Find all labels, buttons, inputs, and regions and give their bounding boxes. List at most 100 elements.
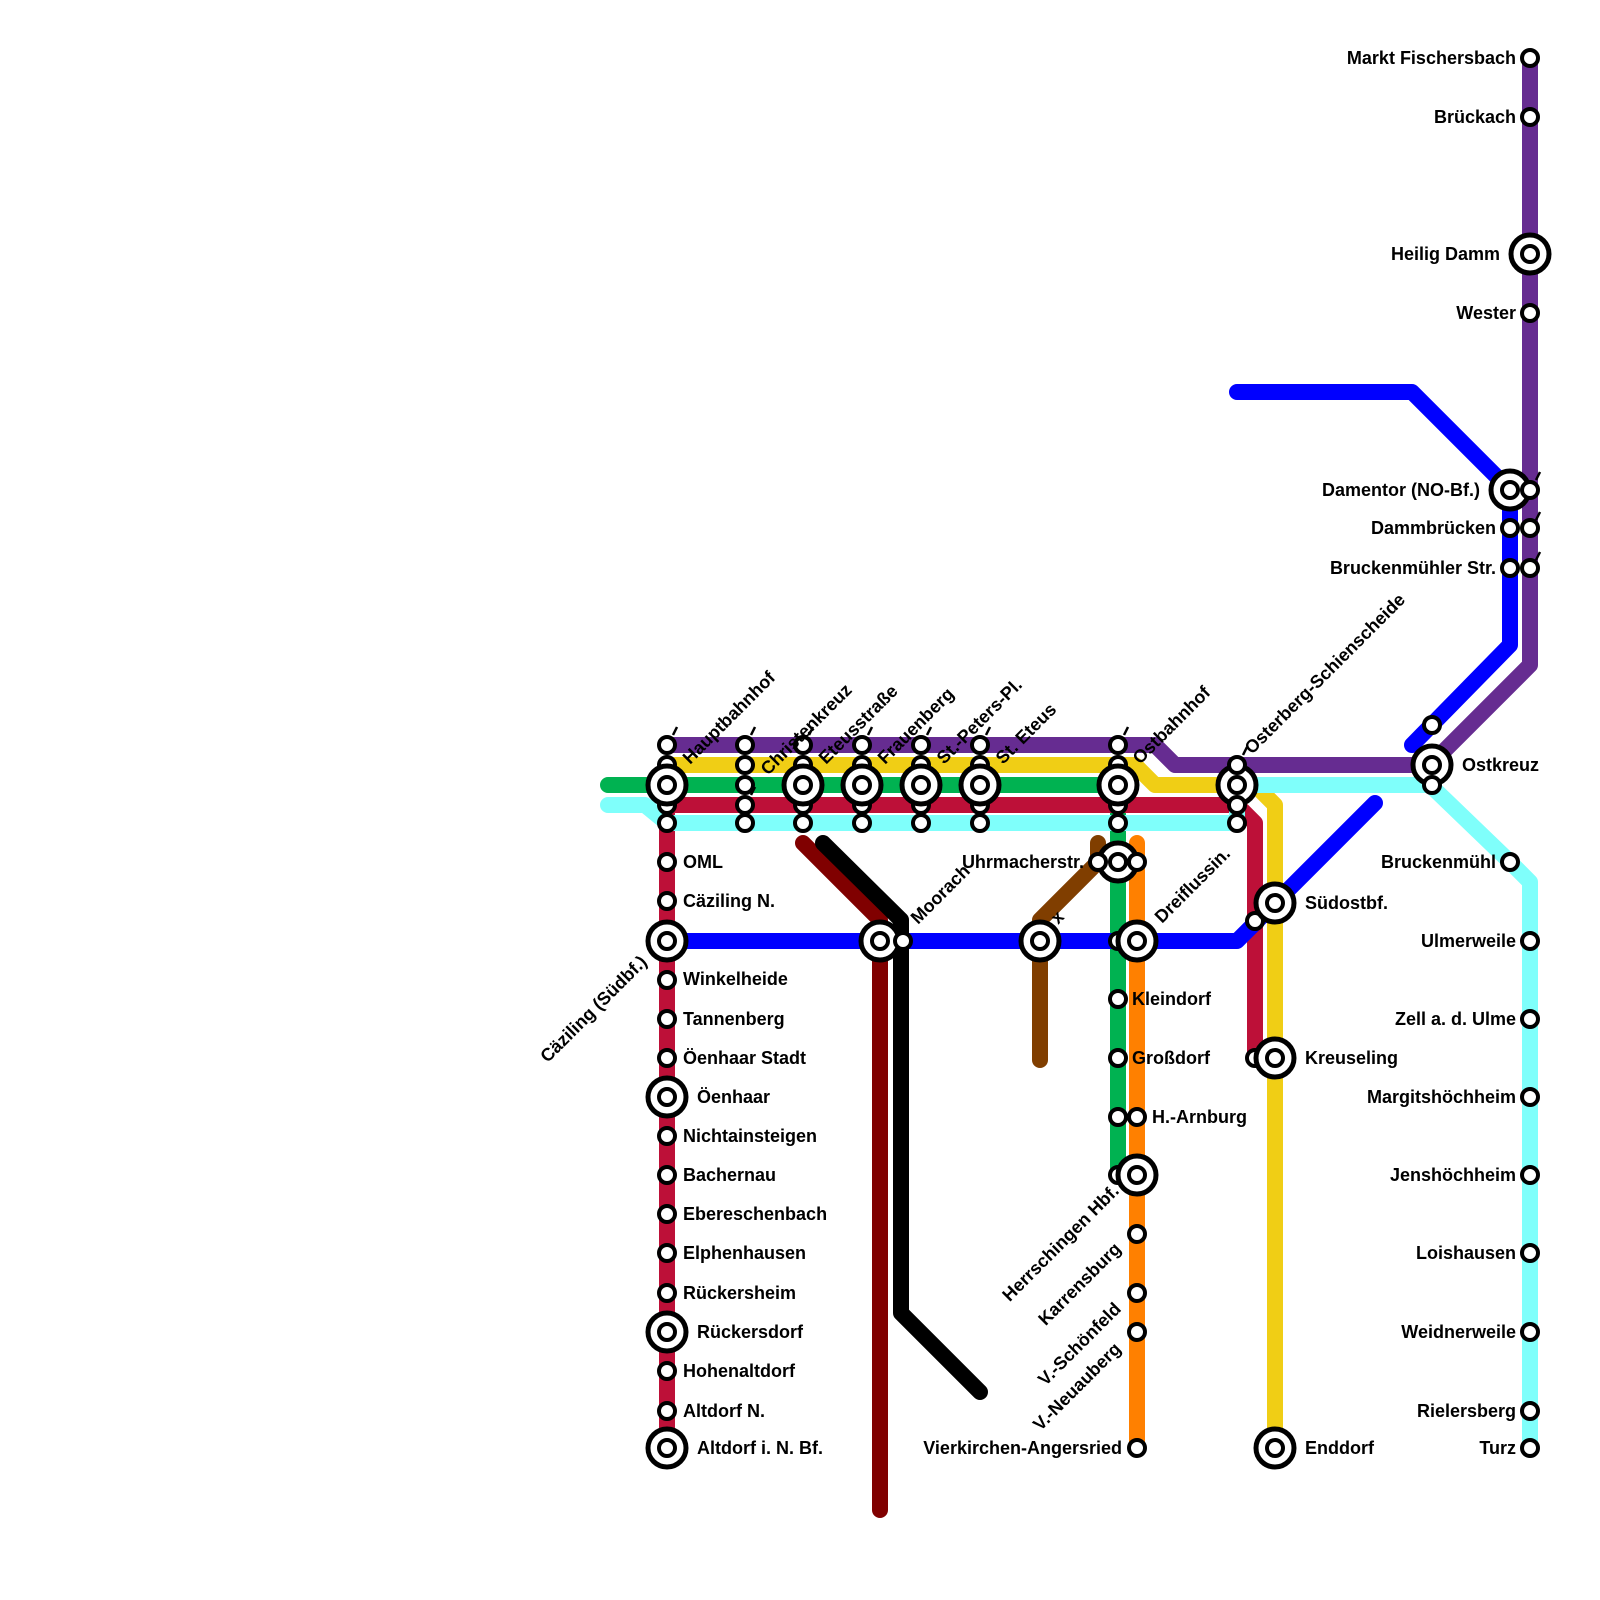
station-stop	[1127, 1224, 1147, 1244]
station-interchange-core	[657, 1087, 677, 1107]
station-interchange-core	[1520, 244, 1540, 264]
station-label-grossdorf: Großdorf	[1132, 1048, 1211, 1068]
station-interchange-core	[1227, 775, 1247, 795]
interchange-tick	[749, 726, 757, 736]
line-black	[815, 835, 988, 1400]
station-label-oenhaar: Öenhaar	[697, 1087, 770, 1107]
station-stop	[735, 735, 755, 755]
station-label-bachernau: Bachernau	[683, 1165, 776, 1185]
station-stop	[1127, 1283, 1147, 1303]
line-red	[659, 797, 1263, 1066]
station-stop	[852, 735, 872, 755]
station-label-jenshoechheim: Jenshöchheim	[1390, 1165, 1516, 1185]
station-stop	[1520, 107, 1540, 127]
station-label-zell: Zell a. d. Ulme	[1395, 1009, 1516, 1029]
interchange-tick	[1122, 726, 1130, 736]
station-label-tannenberg: Tannenberg	[683, 1009, 785, 1029]
interchange-tick	[925, 726, 933, 736]
station-label-rielersberg: Rielersberg	[1417, 1401, 1516, 1421]
station-stop	[657, 1048, 677, 1068]
station-label-kleindorf: Kleindorf	[1132, 989, 1212, 1009]
station-stop	[1227, 795, 1247, 815]
interchange-tick	[807, 726, 815, 736]
station-label-vierkirchen: Vierkirchen-Angersried	[923, 1438, 1122, 1458]
station-stop	[970, 813, 990, 833]
station-stop	[1520, 303, 1540, 323]
station-label-heilig-damm: Heilig Damm	[1391, 244, 1500, 264]
station-label-elphenhausen: Elphenhausen	[683, 1243, 806, 1263]
station-stop	[657, 1126, 677, 1146]
station-label-brueckach: Brückach	[1434, 107, 1516, 127]
station-interchange-core	[793, 775, 813, 795]
station-label-weidnerweile: Weidnerweile	[1401, 1322, 1516, 1342]
station-stop	[1520, 518, 1540, 538]
station-stop	[657, 735, 677, 755]
station-stop	[657, 970, 677, 990]
station-stop	[1520, 1438, 1540, 1458]
station-label-rueckersdorf: Rückersdorf	[697, 1322, 804, 1342]
station-interchange-core	[657, 931, 677, 951]
station-label-enddorf: Enddorf	[1305, 1438, 1375, 1458]
station-stop	[1127, 1438, 1147, 1458]
station-stop	[657, 1204, 677, 1224]
station-stop	[1227, 755, 1247, 775]
station-stop	[1127, 852, 1147, 872]
station-interchange-core	[911, 775, 931, 795]
station-stop	[1108, 813, 1128, 833]
station-interchange-core	[1265, 1048, 1285, 1068]
station-stop	[911, 813, 931, 833]
station-stop	[657, 813, 677, 833]
station-label-ulmerweile: Ulmerweile	[1421, 931, 1516, 951]
station-stop	[1520, 931, 1540, 951]
station-stop	[735, 795, 755, 815]
station-stop	[657, 852, 677, 872]
station-stop	[657, 1401, 677, 1421]
station-stop	[1422, 775, 1442, 795]
station-label-suedostbf: Südostbf.	[1305, 893, 1388, 913]
station-stop	[793, 813, 813, 833]
station-stop	[1227, 813, 1247, 833]
station-label-altdorf-bf: Altdorf i. N. Bf.	[697, 1438, 823, 1458]
station-interchange-core	[1127, 931, 1147, 951]
station-stop	[657, 1361, 677, 1381]
station-stop	[1108, 1107, 1128, 1127]
station-label-damentor: Damentor (NO-Bf.)	[1322, 480, 1480, 500]
station-stop	[1520, 480, 1540, 500]
station-label-bruckenmuehl: Bruckenmühl	[1381, 852, 1496, 872]
station-stop	[1500, 852, 1520, 872]
interchange-tick	[1534, 471, 1542, 481]
station-label-margitshoechheim: Margitshöchheim	[1367, 1087, 1516, 1107]
station-stop	[1500, 558, 1520, 578]
station-interchange-core	[657, 1322, 677, 1342]
station-stop	[1108, 989, 1128, 1009]
station-label-kreuseling: Kreuseling	[1305, 1048, 1398, 1068]
station-stop	[793, 735, 813, 755]
station-stop	[1520, 1322, 1540, 1342]
station-interchange-core	[657, 775, 677, 795]
station-stop	[735, 775, 755, 795]
station-interchange-core	[1265, 893, 1285, 913]
interchange-tick	[1534, 551, 1542, 561]
station-stop	[657, 1009, 677, 1029]
interchange-tick	[984, 726, 992, 736]
interchange-tick	[866, 726, 874, 736]
station-label-bruckenmuehler-str: Bruckenmühler Str.	[1330, 558, 1496, 578]
station-interchange-core	[657, 1438, 677, 1458]
station-stop	[1520, 1087, 1540, 1107]
station-stop	[735, 755, 755, 775]
station-label-h-arnburg: H.-Arnburg	[1152, 1107, 1247, 1127]
station-stop	[1422, 715, 1442, 735]
station-interchange-core	[870, 931, 890, 951]
station-stop	[657, 891, 677, 911]
station-label-oenhaar-stadt: Öenhaar Stadt	[683, 1048, 806, 1068]
station-interchange-core	[1108, 775, 1128, 795]
station-label-dammbruecken: Dammbrücken	[1371, 518, 1496, 538]
station-stop	[911, 735, 931, 755]
station-label-altdorf-n: Altdorf N.	[683, 1401, 765, 1421]
station-interchange-core	[1500, 480, 1520, 500]
station-label-turz: Turz	[1479, 1438, 1516, 1458]
station-stop	[657, 1283, 677, 1303]
station-stop	[1520, 48, 1540, 68]
interchange-tick	[1241, 746, 1249, 756]
